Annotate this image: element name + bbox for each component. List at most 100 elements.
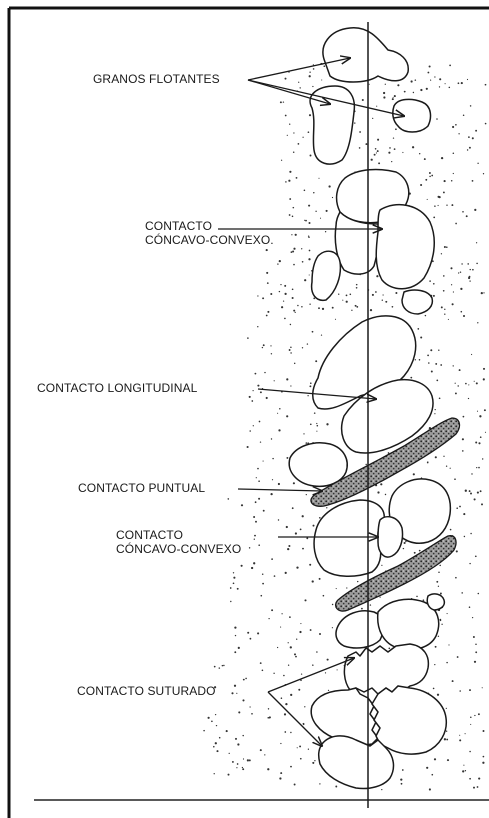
sand-grain-dot bbox=[346, 301, 348, 303]
sand-grain-dot bbox=[478, 593, 480, 595]
sand-grain-dot bbox=[455, 124, 457, 126]
sand-grain-dot bbox=[451, 284, 452, 285]
sand-grain-dot bbox=[306, 494, 307, 495]
sand-grain-dot bbox=[476, 263, 478, 265]
sand-grain-dot bbox=[389, 147, 391, 149]
sand-grain-dot bbox=[461, 592, 463, 594]
sand-grain-dot bbox=[470, 105, 472, 107]
sand-grain-dot bbox=[313, 192, 314, 193]
sand-grain-dot bbox=[326, 423, 328, 425]
sand-grain-dot bbox=[254, 535, 256, 537]
sand-grain-dot bbox=[256, 477, 257, 478]
sand-grain-dot bbox=[433, 217, 435, 219]
sand-grain-dot bbox=[251, 713, 253, 715]
sand-grain-dot bbox=[415, 359, 416, 360]
sand-grain-dot bbox=[436, 118, 438, 120]
sand-grain-dot bbox=[446, 739, 448, 741]
sand-grain-dot bbox=[466, 215, 468, 217]
sand-grain-dot bbox=[380, 597, 381, 598]
sand-grain-dot bbox=[259, 421, 261, 423]
sand-grain-dot bbox=[237, 588, 239, 590]
sand-grain-dot bbox=[266, 249, 268, 251]
sand-grain-dot bbox=[460, 271, 461, 272]
sand-grain-dot bbox=[434, 664, 435, 665]
sand-grain-dot bbox=[357, 581, 358, 582]
sand-grain-dot bbox=[253, 390, 254, 391]
sand-grain-dot bbox=[260, 441, 261, 442]
sand-grain-dot bbox=[474, 209, 476, 211]
sand-grain-dot bbox=[286, 415, 288, 417]
sand-grain-dot bbox=[323, 595, 325, 597]
sand-grain-dot bbox=[381, 789, 382, 790]
sand-grain-dot bbox=[323, 65, 325, 67]
sand-grain-dot bbox=[441, 157, 443, 159]
sand-grain-dot bbox=[446, 730, 447, 731]
sand-grain-dot bbox=[254, 539, 255, 540]
sand-grain-dot bbox=[242, 768, 244, 770]
sand-grain-dot bbox=[310, 629, 312, 631]
sand-grain-dot bbox=[315, 360, 317, 362]
sand-grain-dot bbox=[480, 490, 482, 492]
grain-sutured-upper bbox=[344, 644, 428, 694]
sand-grain-dot bbox=[264, 754, 265, 755]
sand-grain-dot bbox=[448, 319, 449, 320]
sand-grain-dot bbox=[332, 604, 333, 605]
sand-grain-dot bbox=[280, 627, 281, 628]
sand-grain-dot bbox=[375, 291, 377, 293]
sand-grain-dot bbox=[479, 415, 481, 417]
sand-grain-dot bbox=[230, 587, 232, 589]
grain-cc1-small-left bbox=[312, 251, 341, 300]
sand-grain-dot bbox=[420, 184, 422, 186]
sand-grain-dot bbox=[255, 521, 257, 523]
sand-grain-dot bbox=[470, 492, 472, 494]
sand-grain-dot bbox=[236, 767, 237, 768]
sand-grain-dot bbox=[304, 190, 306, 192]
sand-grain-dot bbox=[426, 767, 428, 769]
sand-grain-dot bbox=[474, 715, 475, 716]
sand-grain-dot bbox=[263, 510, 265, 512]
sand-grain-dot bbox=[456, 550, 458, 552]
sand-grain-dot bbox=[483, 730, 485, 732]
sand-grain-dot bbox=[328, 185, 330, 187]
sand-grain-dot bbox=[450, 267, 452, 269]
sand-grain-dot bbox=[473, 636, 475, 638]
sand-grain-dot bbox=[356, 287, 358, 289]
sand-grain-dot bbox=[288, 642, 289, 643]
sand-grain-dot bbox=[455, 392, 457, 394]
sand-grain-dot bbox=[484, 409, 486, 411]
sand-grain-dot bbox=[290, 694, 292, 696]
sand-grain-dot bbox=[444, 180, 446, 182]
sand-grain-dot bbox=[485, 432, 486, 433]
grain-cc1-right bbox=[376, 205, 434, 289]
sand-grain-dot bbox=[459, 690, 461, 692]
grain-sutured-bottom bbox=[319, 736, 394, 789]
sand-grain-dot bbox=[293, 207, 295, 209]
sand-grain-dot bbox=[319, 633, 321, 635]
sand-grain-dot bbox=[271, 438, 272, 439]
sand-grain-dot bbox=[450, 468, 451, 469]
label-puntual: CONTACTO PUNTUAL bbox=[78, 481, 205, 495]
sand-grain-dot bbox=[294, 653, 296, 655]
sand-grain-dot bbox=[253, 425, 254, 426]
sand-grain-dot bbox=[266, 397, 268, 399]
sand-grain-dot bbox=[309, 274, 310, 275]
sand-grain-dot bbox=[454, 478, 456, 480]
sand-grain-dot bbox=[458, 133, 459, 134]
sand-grain-dot bbox=[281, 613, 282, 614]
sand-grain-dot bbox=[429, 788, 431, 790]
sand-grain-dot bbox=[277, 647, 278, 648]
sand-grain-dot bbox=[309, 564, 311, 566]
sand-grain-dot bbox=[395, 128, 397, 130]
sand-grain-dot bbox=[477, 322, 478, 323]
sand-grain-dot bbox=[453, 173, 454, 174]
sand-grain-dot bbox=[470, 717, 472, 719]
sand-grain-dot bbox=[304, 599, 306, 601]
sand-grain-dot bbox=[445, 83, 446, 84]
sand-grain-dot bbox=[371, 159, 373, 161]
sand-grain-dot bbox=[247, 759, 249, 761]
sand-grain-dot bbox=[475, 130, 477, 132]
sand-grain-dot bbox=[477, 492, 479, 494]
sand-grain-dot bbox=[283, 675, 285, 677]
sand-grain-dot bbox=[354, 122, 355, 123]
sand-grain-dot bbox=[294, 363, 295, 364]
